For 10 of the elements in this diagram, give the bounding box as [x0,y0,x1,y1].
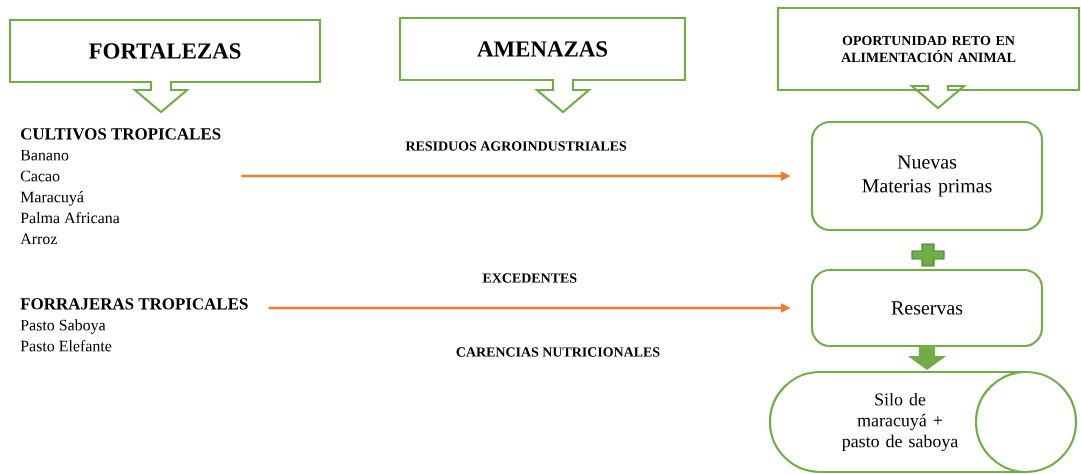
text-list: CULTIVOS TROPICALES Banano Cacao Maracuyá Palma Africana Arroz [20,128,221,245]
note-text: CARENCIAS NUTRICIONALES [456,347,660,357]
edge-label: RESIDUOS AGROINDUSTRIALES [405,141,627,151]
text-list: FORRAJERAS TROPICALES Pasto Saboya Pasto Elefante [20,298,248,352]
rounded-box: Reservas [810,268,1044,348]
callout-box: AMENAZAS [398,16,687,114]
edge-label: EXCEDENTES [482,273,577,283]
callout-box: OPORTUNIDAD RETO EN ALIMENTACIÓN ANIMAL [776,6,1081,110]
rounded-box: Nuevas Materias primas [810,120,1044,232]
callout-box: FORTALEZAS [8,18,322,114]
